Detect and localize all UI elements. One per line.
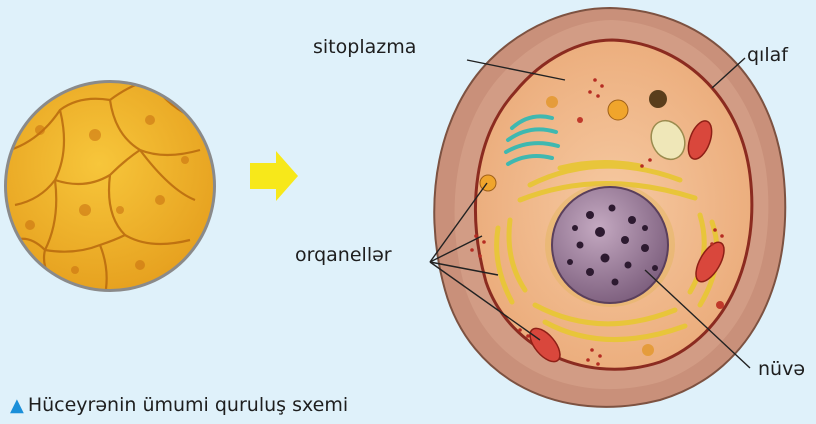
nucleus-label: nüvə — [758, 358, 805, 380]
cytoplasm-label: sitoplazma — [313, 36, 416, 58]
microscope-view — [0, 76, 220, 296]
nucleus — [545, 183, 675, 307]
arrow-right-icon — [250, 151, 298, 201]
figure-caption: ▲Hüceyrənin ümumi quruluş sxemi — [10, 394, 348, 416]
triangle-up-icon: ▲ — [10, 395, 24, 416]
caption-text: Hüceyrənin ümumi quruluş sxemi — [28, 394, 348, 416]
membrane-label: qılaf — [747, 44, 788, 66]
cell — [434, 8, 785, 407]
organelles-label: orqanellər — [295, 244, 392, 266]
